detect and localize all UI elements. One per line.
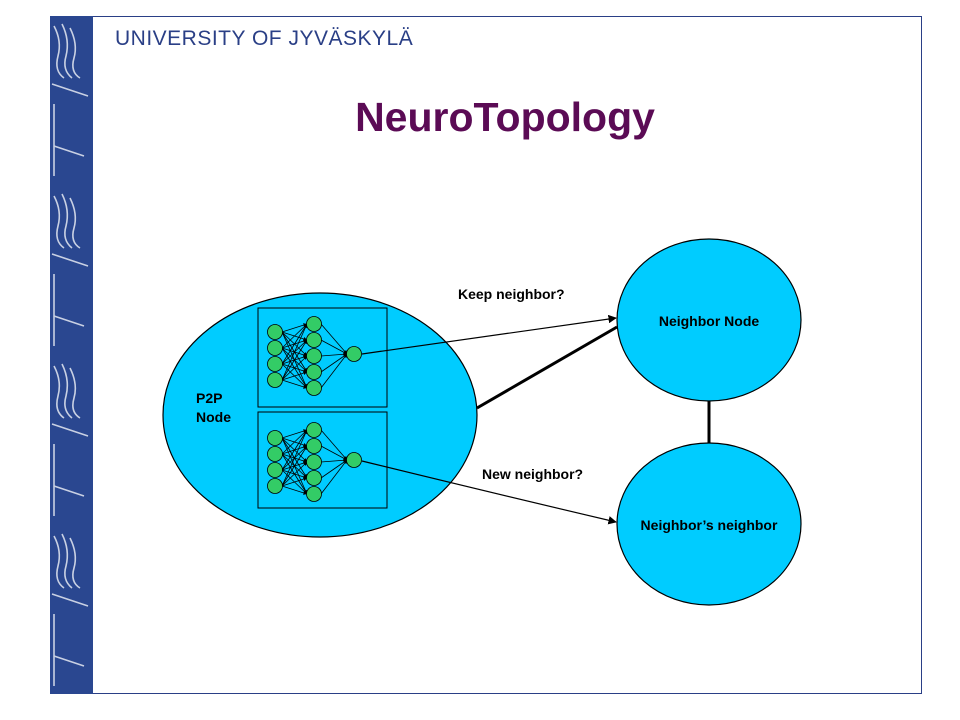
hidden-neuron — [306, 438, 322, 454]
torch-flame-logo-icon — [51, 23, 89, 686]
neuron-connection — [281, 339, 308, 381]
input-neuron — [267, 446, 283, 462]
output-neuron — [346, 452, 362, 468]
hidden-neuron — [306, 332, 322, 348]
neuron-connection — [320, 323, 348, 355]
hidden-neuron — [306, 316, 322, 332]
input-neuron — [267, 340, 283, 356]
neuron-connection — [320, 459, 348, 495]
neuron-connection — [320, 429, 348, 461]
neuron-connection — [281, 355, 308, 381]
neuron-connection — [320, 339, 348, 355]
university-name: UNIVERSITY OF JYVÄSKYLÄ — [115, 27, 414, 50]
neural-net-box-keep — [257, 307, 388, 408]
output-neuron — [346, 346, 362, 362]
hidden-neuron — [306, 422, 322, 438]
keep-neighbor-question: Keep neighbor? — [458, 286, 565, 302]
input-neuron — [267, 324, 283, 340]
neuron-connection — [281, 379, 308, 389]
new-arrow — [361, 460, 617, 525]
keep-arrow — [361, 314, 617, 355]
input-neuron — [267, 462, 283, 478]
neuron-connection — [320, 459, 348, 479]
input-neuron — [267, 478, 283, 494]
neuron-connection — [281, 371, 308, 381]
neural-net-new — [267, 422, 362, 502]
side-band — [50, 16, 93, 694]
neuron-connection — [281, 429, 308, 487]
neuron-connection — [320, 353, 348, 389]
hidden-neuron — [306, 348, 322, 364]
neuron-connection — [320, 445, 348, 461]
neighbor-node-label: Neighbor Node — [659, 313, 760, 329]
input-neuron — [267, 356, 283, 372]
neuron-connection — [320, 353, 348, 373]
neuron-connection — [281, 461, 308, 487]
neuron-connection — [281, 429, 308, 455]
p2p-node — [162, 292, 478, 538]
neural-net-keep — [267, 316, 362, 396]
neuron-connection — [281, 323, 308, 365]
p2p-node-label-line2: Node — [196, 409, 231, 425]
hidden-neuron — [306, 364, 322, 380]
neuron-connection — [281, 323, 308, 381]
neural-net-box-new — [257, 411, 388, 509]
hidden-neuron — [306, 380, 322, 396]
slide-title: NeuroTopology — [355, 94, 655, 140]
neuron-connection — [281, 323, 308, 333]
neuron-connection — [320, 352, 348, 357]
neuron-connection — [281, 323, 308, 349]
p2p-node-label-line1: P2P — [196, 390, 222, 406]
hidden-neuron — [306, 454, 322, 470]
new-neighbor-question: New neighbor? — [482, 466, 583, 482]
neighbors-neighbor-label: Neighbor’s neighbor — [641, 517, 778, 533]
neuron-connection — [320, 458, 348, 463]
input-neuron — [267, 372, 283, 388]
neuron-connection — [281, 429, 308, 471]
neuron-connection — [281, 485, 308, 495]
hidden-neuron — [306, 486, 322, 502]
input-neuron — [267, 430, 283, 446]
neuron-connection — [281, 429, 308, 439]
neuron-connection — [281, 477, 308, 487]
hidden-neuron — [306, 470, 322, 486]
p2p-neighbor-link — [476, 325, 618, 410]
neuron-connection — [281, 445, 308, 487]
